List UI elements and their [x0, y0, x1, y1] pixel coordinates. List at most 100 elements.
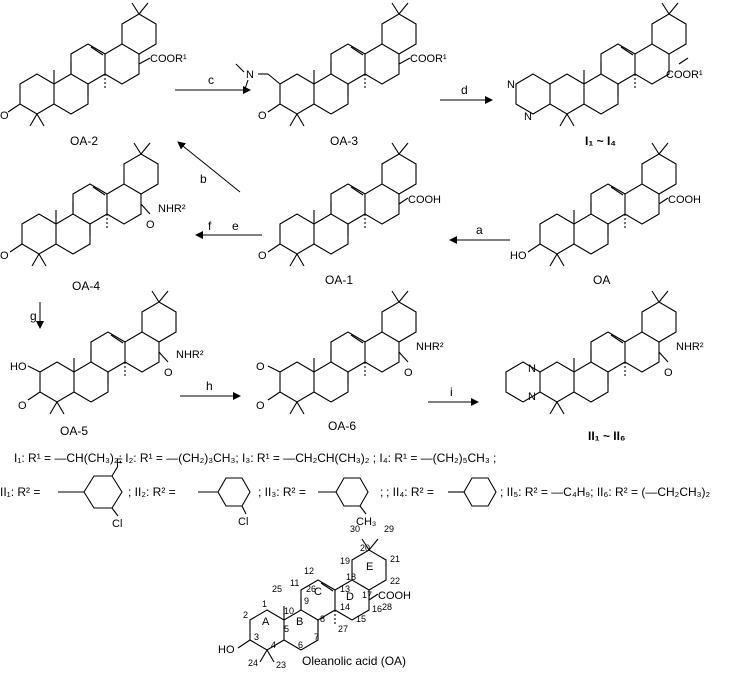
- oleanolic-acid-numbered-structure: HO COOH A B C D E 1 2 3 4 5 6 7 8 9 10 1…: [218, 524, 411, 670]
- compound-label-oa: OA: [593, 273, 610, 287]
- structure-oa-6: O O O NHR²: [256, 290, 444, 415]
- step-e: e: [232, 219, 239, 233]
- structure-oa-5: HO O O NHR²: [10, 290, 204, 415]
- atom-2: 2: [243, 610, 248, 620]
- oxo-label: O: [256, 361, 265, 373]
- oxo-label: O: [258, 250, 267, 262]
- pyrazine-n-label: N: [528, 391, 536, 403]
- pyrimidine-n-label: N: [507, 79, 515, 91]
- atom-14: 14: [340, 602, 350, 612]
- step-f: f: [208, 219, 212, 233]
- step-a: a: [476, 223, 483, 237]
- atom-24: 24: [248, 658, 258, 668]
- coor1-label: COOR¹: [666, 69, 703, 81]
- cooh-label: COOH: [408, 194, 441, 206]
- oxo-label: O: [0, 250, 9, 262]
- structure-i-series: N N COOR¹: [507, 2, 703, 127]
- oxo-label: O: [258, 110, 267, 122]
- atom-12: 12: [304, 566, 314, 576]
- atom-3: 3: [254, 632, 259, 642]
- nhr2-label: NHR²: [158, 203, 186, 215]
- atom-8: 8: [320, 614, 325, 624]
- atom-26: 26: [306, 584, 316, 594]
- atom-9: 9: [304, 596, 309, 606]
- atom-23: 23: [276, 660, 286, 670]
- step-c: c: [208, 73, 214, 87]
- compound-label-oa-1: OA-1: [325, 273, 353, 287]
- compound-label-oa-3: OA-3: [330, 134, 358, 148]
- step-d: d: [461, 83, 468, 97]
- step-g: g: [30, 309, 37, 323]
- step-b: b: [200, 172, 207, 186]
- atom-11: 11: [290, 578, 299, 588]
- atom-18: 18: [346, 572, 356, 582]
- coor1-label: COOR¹: [410, 53, 447, 65]
- atom-25: 25: [272, 584, 282, 594]
- chloro-label: Cl: [238, 516, 248, 528]
- fluoro-label: F: [116, 457, 123, 469]
- amide-o-label: O: [164, 367, 173, 379]
- step-i: i: [450, 385, 453, 399]
- oxo-label: O: [256, 400, 265, 412]
- r2-definitions: II₁: R² = F Cl ; II₂: R² = Cl ; II₃: R² …: [0, 457, 711, 530]
- amine-n-label: N: [246, 69, 254, 81]
- compound-label-i-series: I₁ ~ I₄: [585, 134, 616, 148]
- methyl-label: CH₃: [356, 516, 376, 528]
- coor1-label: COOR¹: [150, 53, 187, 65]
- structure-oa: HO COOH: [510, 142, 701, 267]
- pyrazine-n-label: N: [528, 363, 536, 375]
- atom-1: 1: [262, 599, 267, 609]
- atom-13: 13: [340, 584, 350, 594]
- atom-22: 22: [390, 576, 400, 586]
- ring-e-label: E: [366, 561, 373, 573]
- compound-label-oa-6: OA-6: [328, 419, 356, 433]
- structure-oa-2: O COOR¹: [0, 2, 187, 127]
- amide-o-label: O: [664, 367, 673, 379]
- compound-label-oa-5: OA-5: [60, 424, 88, 438]
- ring-d-label: D: [346, 591, 354, 603]
- atom-10: 10: [284, 606, 294, 616]
- cooh-label: COOH: [668, 194, 701, 206]
- compound-label-oa-4: OA-4: [72, 279, 100, 293]
- nhr2-label: NHR²: [176, 349, 204, 361]
- ii1-label: II₁: R² =: [0, 485, 40, 499]
- atom-7: 7: [314, 632, 319, 642]
- atom-27: 27: [338, 624, 348, 634]
- pyrimidine-n-label: N: [524, 111, 532, 123]
- atom-4: 4: [271, 640, 276, 650]
- ring-a-label: A: [262, 616, 270, 628]
- step-h: h: [206, 379, 213, 393]
- structure-oa-4: O O NHR²: [0, 142, 186, 267]
- r1-definitions: I₁: R¹ = —CH(CH₃)₂; I₂: R¹ = —(CH₂)₃CH₃;…: [14, 451, 496, 465]
- cooh-label: COOH: [378, 590, 411, 602]
- oxo-label: O: [18, 400, 27, 412]
- atom-15: 15: [356, 614, 366, 624]
- ho-label: HO: [10, 361, 27, 373]
- ring-c-label: C: [314, 586, 322, 598]
- atom-17: 17: [362, 590, 372, 600]
- atom-16: 16: [372, 604, 382, 614]
- ii5-ii6-label: ; II₅: R² = —C₄H₉; II₆: R² = (—CH₂CH₃)₂: [500, 485, 711, 499]
- ii2-label: ; II₂: R² =: [128, 485, 176, 499]
- ho-label: HO: [510, 250, 527, 262]
- atom-20: 20: [360, 543, 370, 553]
- atom-30: 30: [350, 524, 360, 534]
- nhr2-label: NHR²: [416, 341, 444, 353]
- ring-b-label: B: [296, 616, 303, 628]
- ii3-label: ; II₃: R² =: [258, 485, 306, 499]
- compound-label-oa-2: OA-2: [70, 134, 98, 148]
- ho-label: HO: [218, 644, 235, 656]
- arrow-b: [177, 141, 241, 193]
- atom-29: 29: [384, 524, 394, 534]
- chloro-label: Cl: [112, 518, 122, 530]
- atom-19: 19: [340, 556, 350, 566]
- nhr2-label: NHR²: [676, 341, 704, 353]
- separator: ;: [380, 485, 383, 499]
- oxo-label: O: [0, 110, 9, 122]
- structure-ii-series: N N O NHR²: [505, 290, 704, 415]
- compound-label-ii-series: II₁ ~ II₆: [588, 429, 625, 443]
- atom-5: 5: [284, 624, 289, 634]
- structure-oa-1: O COOH: [258, 142, 441, 267]
- oleanolic-acid-caption: Oleanolic acid (OA): [302, 654, 406, 668]
